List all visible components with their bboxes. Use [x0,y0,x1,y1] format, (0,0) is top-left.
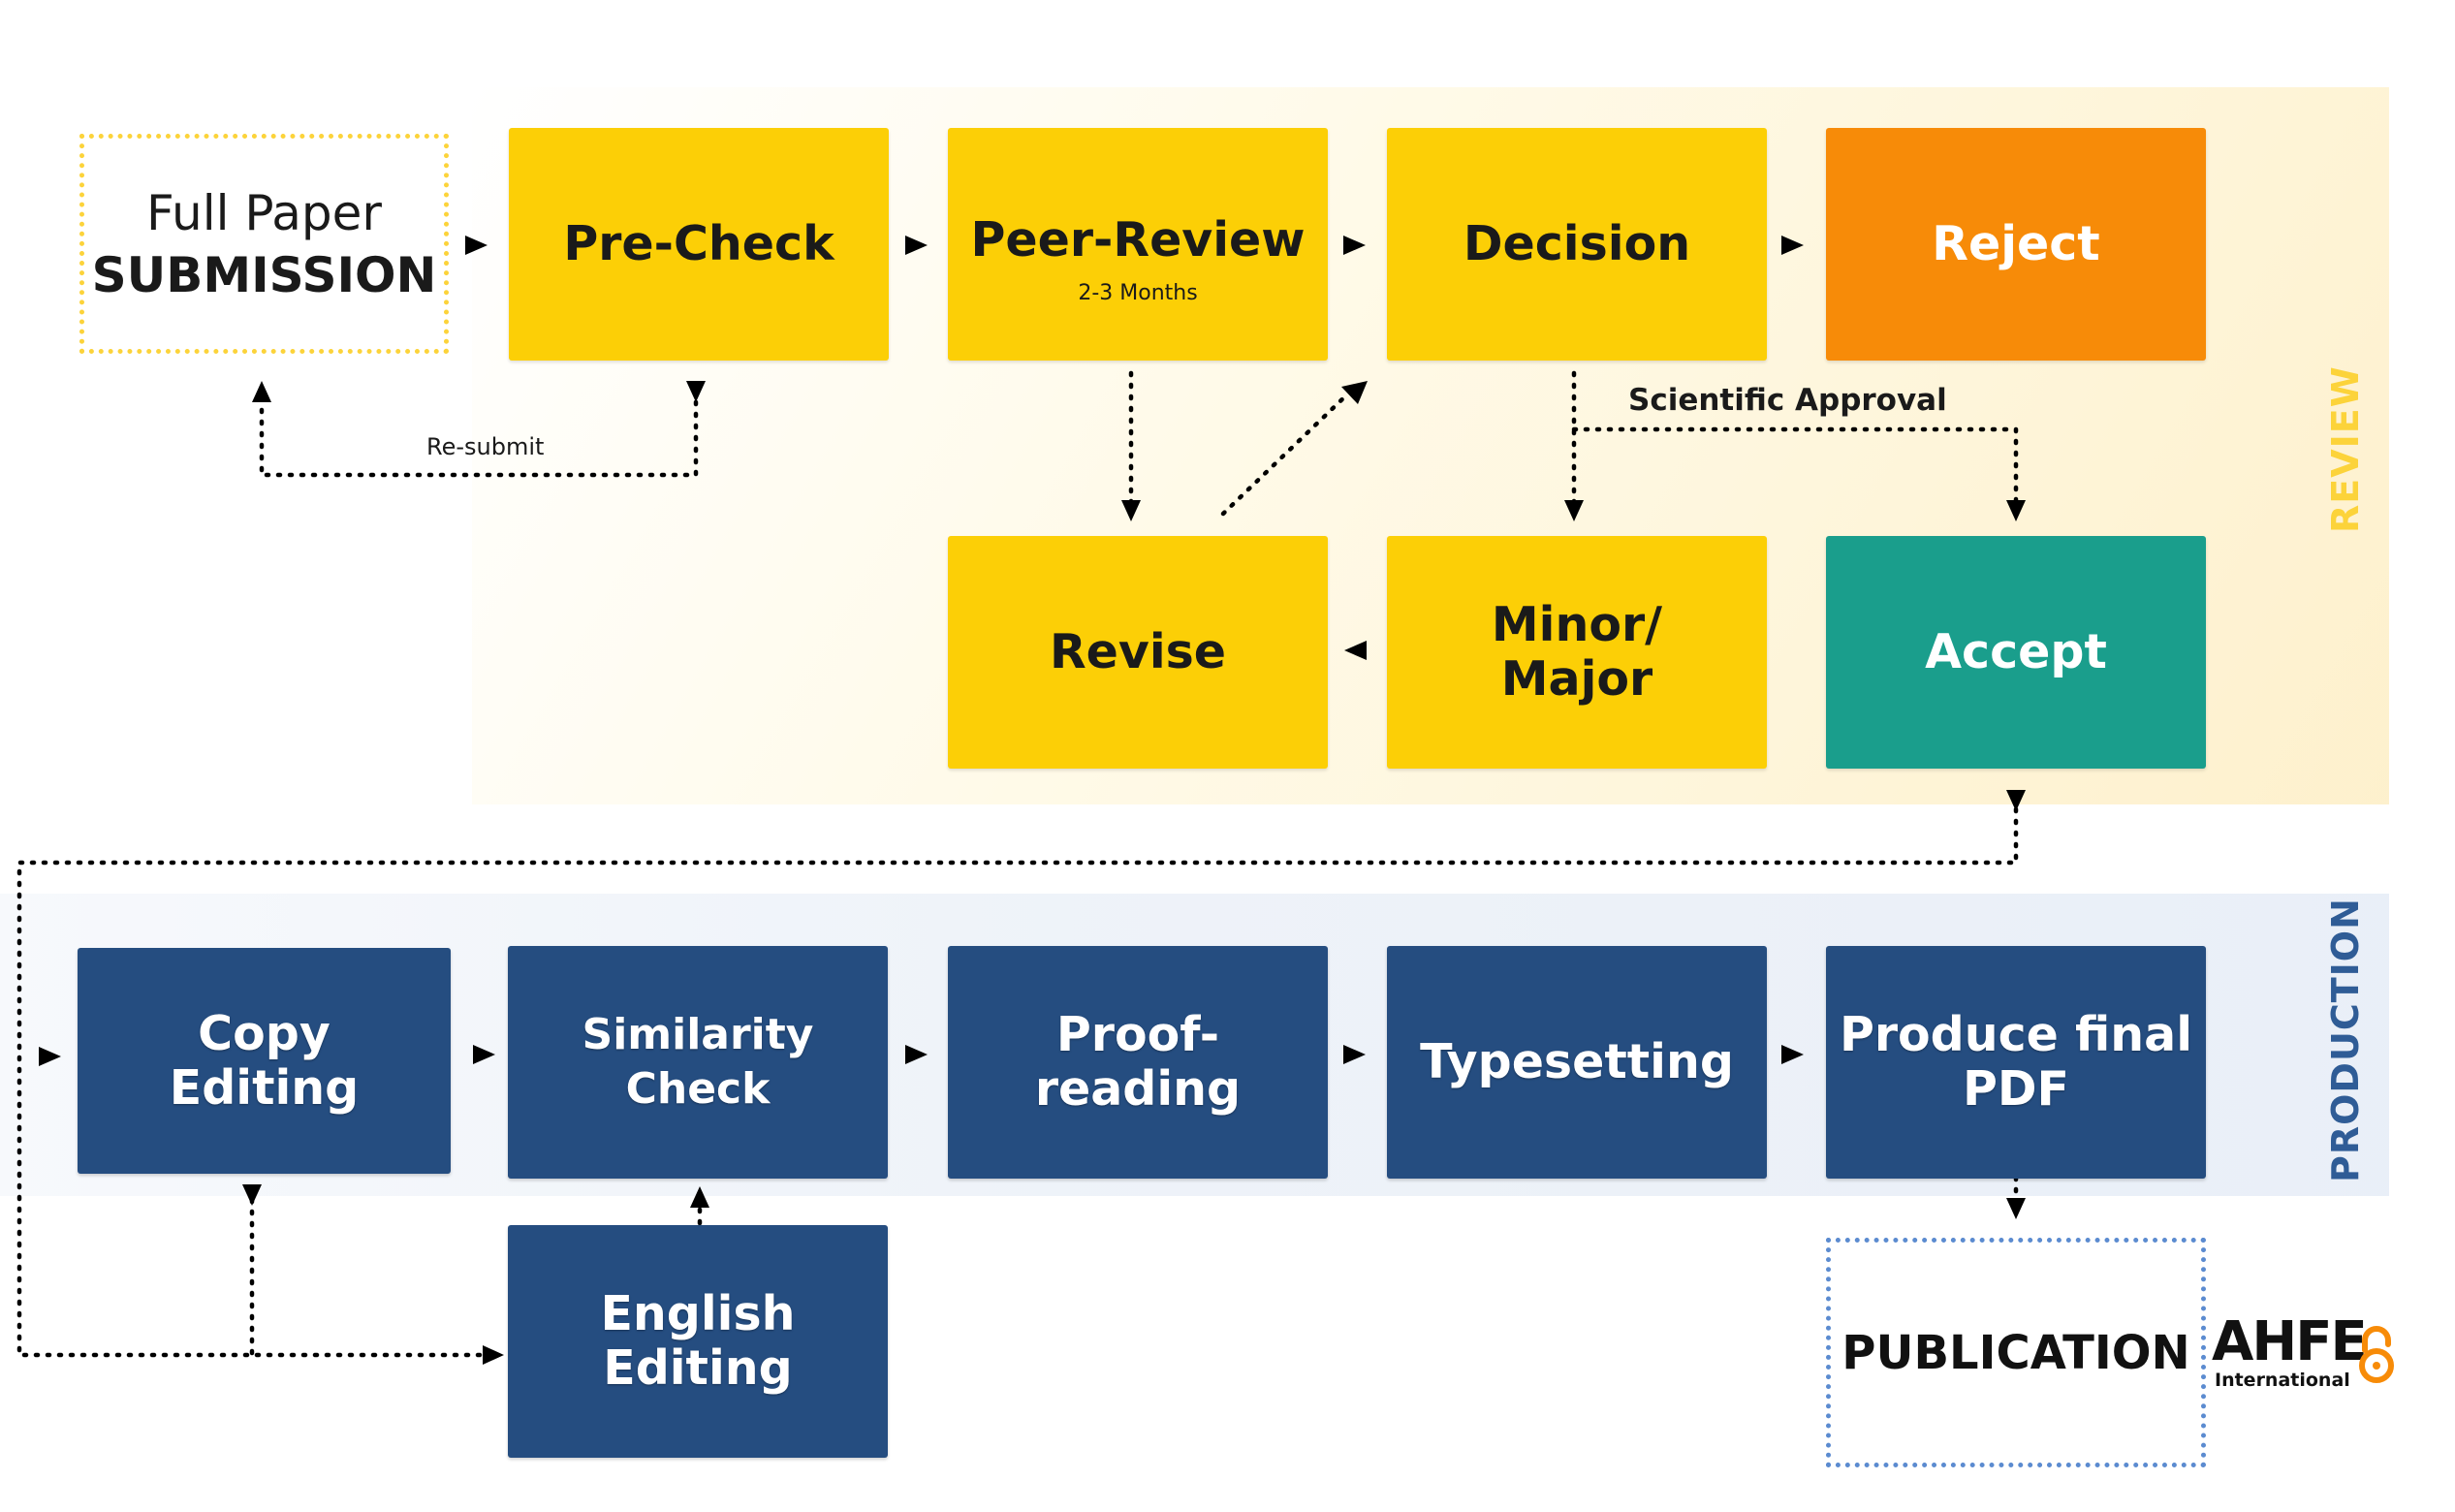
ahfe-logo: AHFE International [2212,1313,2396,1391]
arrowhead-publication-down [2006,1198,2026,1219]
arrowhead-englishediting-right [483,1345,504,1365]
peer-review-duration: 2-3 Months [1078,280,1198,305]
logo-subtext: International [2215,1370,2350,1391]
arrowhead-resubmit-up [252,381,271,402]
revise-label: Revise [1049,624,1227,679]
decision-box: Decision [1387,128,1767,361]
typesetting-label: Typesetting [1420,1034,1734,1089]
produce-pdf-label: Produce final PDF [1839,1007,2193,1117]
open-access-icon [2359,1326,2394,1383]
proofreading-label: Proof- reading [1034,1007,1242,1117]
typesetting-box: Typesetting [1387,946,1767,1179]
publication-label: PUBLICATION [1841,1325,2190,1380]
peer-review-box: Peer-Review 2-3 Months [948,128,1328,361]
english-editing-box: English Editing [508,1225,888,1458]
proofreading-box: Proof- reading [948,946,1328,1179]
precheck-box: Pre-Check [509,128,889,361]
logo-text: AHFE [2212,1310,2368,1373]
scientific-approval-label: Scientific Approval [1628,383,1947,418]
accept-box: Accept [1826,536,2206,769]
english-editing-label: English Editing [600,1286,796,1396]
publication-box: PUBLICATION [1826,1238,2206,1467]
produce-pdf-box: Produce final PDF [1826,946,2206,1179]
similarity-check-box: Similarity Check [508,946,888,1179]
copy-editing-box: Copy Editing [78,948,451,1174]
precheck-label: Pre-Check [563,216,834,271]
minor-major-label: Minor/ Major [1491,597,1663,707]
submission-line2: SUBMISSION [91,246,437,303]
reject-label: Reject [1932,216,2100,271]
minor-major-box: Minor/ Major [1387,536,1767,769]
similarity-check-label: Similarity Check [582,1010,814,1114]
decision-label: Decision [1463,216,1691,271]
accept-label: Accept [1925,624,2107,679]
submission-line1: Full Paper [146,184,382,241]
resubmit-label: Re-submit [426,433,545,460]
copy-editing-label: Copy Editing [169,1005,360,1116]
revise-box: Revise [948,536,1328,769]
peer-review-label: Peer-Review [970,211,1306,268]
reject-box: Reject [1826,128,2206,361]
production-section-label: PRODUCTION [2324,898,2367,1182]
submission-box: Full Paper SUBMISSION [79,134,449,354]
review-section-label: REVIEW [2324,365,2367,533]
